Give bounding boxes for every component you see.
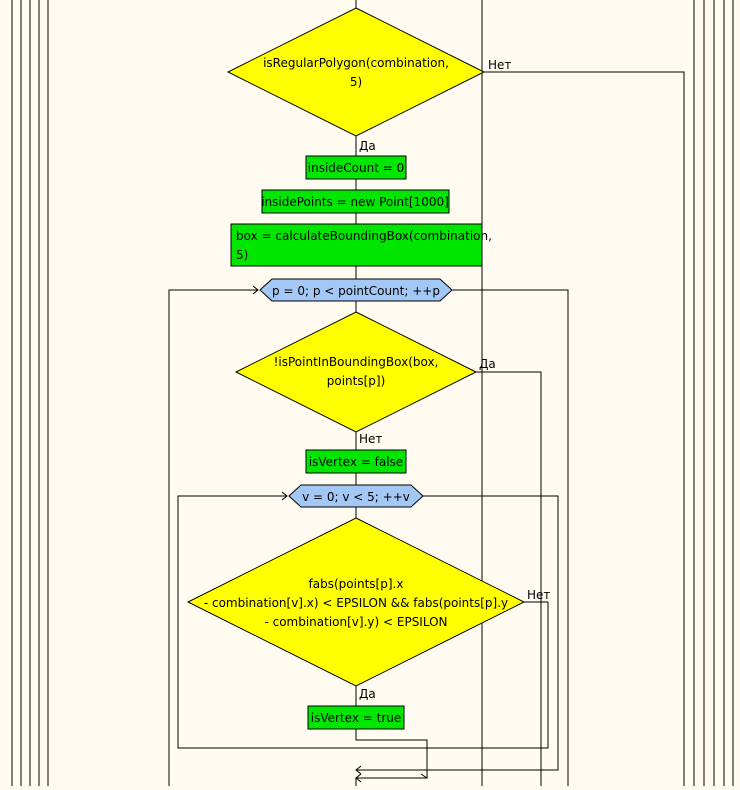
arrow-head	[355, 765, 362, 775]
arrow-head	[355, 773, 362, 783]
arrow-head	[420, 773, 428, 779]
is-vertex-true-text: isVertex = true	[311, 711, 401, 725]
outer-right-lines	[693, 0, 734, 786]
inside-count-text: insideCount = 0	[308, 161, 404, 175]
label-no-1: Нет	[488, 58, 511, 72]
decision-fabs-line2: - combination[v].x) < EPSILON && fabs(po…	[204, 596, 508, 610]
label-yes-1: Да	[359, 139, 376, 153]
label-no-2: Нет	[359, 432, 382, 446]
process-inside-count: insideCount = 0	[305, 155, 407, 180]
is-vertex-false-text: isVertex = false	[309, 455, 403, 469]
decision-polygon-line1: isRegularPolygon(combination,	[263, 56, 449, 70]
process-inside-points: insidePoints = new Point[1000]	[261, 189, 450, 214]
loop-v-text: v = 0; v < 5; ++v	[302, 490, 410, 504]
outer-left-lines	[11, 0, 49, 786]
label-yes-3: Да	[359, 687, 376, 701]
decision-fabs-line3: - combination[v].y) < EPSILON	[264, 615, 447, 629]
decision-bbox-line1: !isPointInBoundingBox(box,	[274, 355, 439, 369]
loop-p-text: p = 0; p < pointCount; ++p	[272, 284, 440, 298]
loop-v-back-edge	[177, 495, 549, 749]
process-is-vertex-true: isVertex = true	[307, 705, 405, 730]
inside-points-text: insidePoints = new Point[1000]	[261, 195, 449, 209]
connector-after-true	[355, 729, 428, 786]
branch-yes-2	[476, 371, 542, 786]
box-line1: box = calculateBoundingBox(combination,	[236, 229, 492, 243]
process-bounding-box: box = calculateBoundingBox(combination, …	[230, 223, 492, 267]
decision-fabs: fabs(points[p].x - combination[v].x) < E…	[186, 517, 526, 687]
loop-p-exit-edge	[452, 289, 569, 786]
arrow-head	[252, 285, 259, 295]
loop-p-back-edge	[168, 289, 258, 786]
decision-bbox-line2: points[p])	[327, 374, 386, 388]
decision-is-regular-polygon: isRegularPolygon(combination, 5)	[226, 7, 486, 137]
label-no-3: Нет	[527, 588, 550, 602]
process-is-vertex-false: isVertex = false	[305, 449, 407, 474]
box-line2: 5)	[236, 248, 248, 262]
loop-v-exit-edge	[356, 495, 559, 771]
loop-v: v = 0; v < 5; ++v	[288, 484, 424, 508]
loop-p: p = 0; p < pointCount; ++p	[259, 278, 453, 302]
branch-no-1	[484, 71, 685, 786]
decision-point-in-bbox: !isPointInBoundingBox(box, points[p])	[234, 311, 478, 433]
decision-fabs-line1: fabs(points[p].x	[309, 577, 404, 591]
arrow-head	[281, 491, 288, 501]
decision-polygon-line2: 5)	[350, 75, 362, 89]
label-yes-2: Да	[479, 357, 496, 371]
